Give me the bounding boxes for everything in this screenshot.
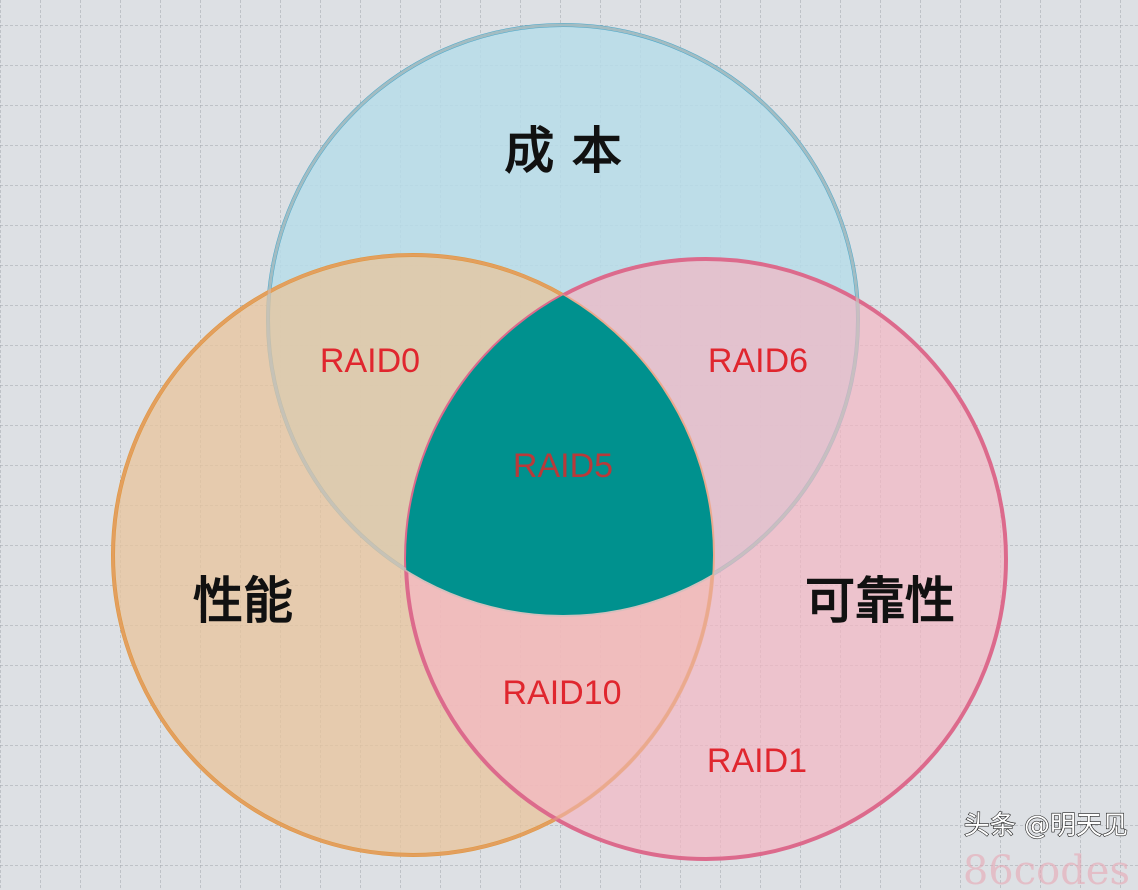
raid10-label: RAID10: [502, 674, 621, 712]
reliability-label: 可靠性: [805, 572, 955, 630]
faint-watermark: 86codes: [963, 848, 1130, 890]
performance-label: 性能: [193, 572, 293, 630]
cost-label: 成 本: [504, 122, 621, 180]
raid5-label: RAID5: [513, 447, 613, 485]
raid0-label: RAID0: [320, 342, 420, 380]
center-intersection: [406, 259, 713, 615]
watermark: 头条 @明天见: [964, 811, 1128, 841]
raid6-label: RAID6: [708, 342, 808, 380]
raid1-label: RAID1: [707, 742, 807, 780]
